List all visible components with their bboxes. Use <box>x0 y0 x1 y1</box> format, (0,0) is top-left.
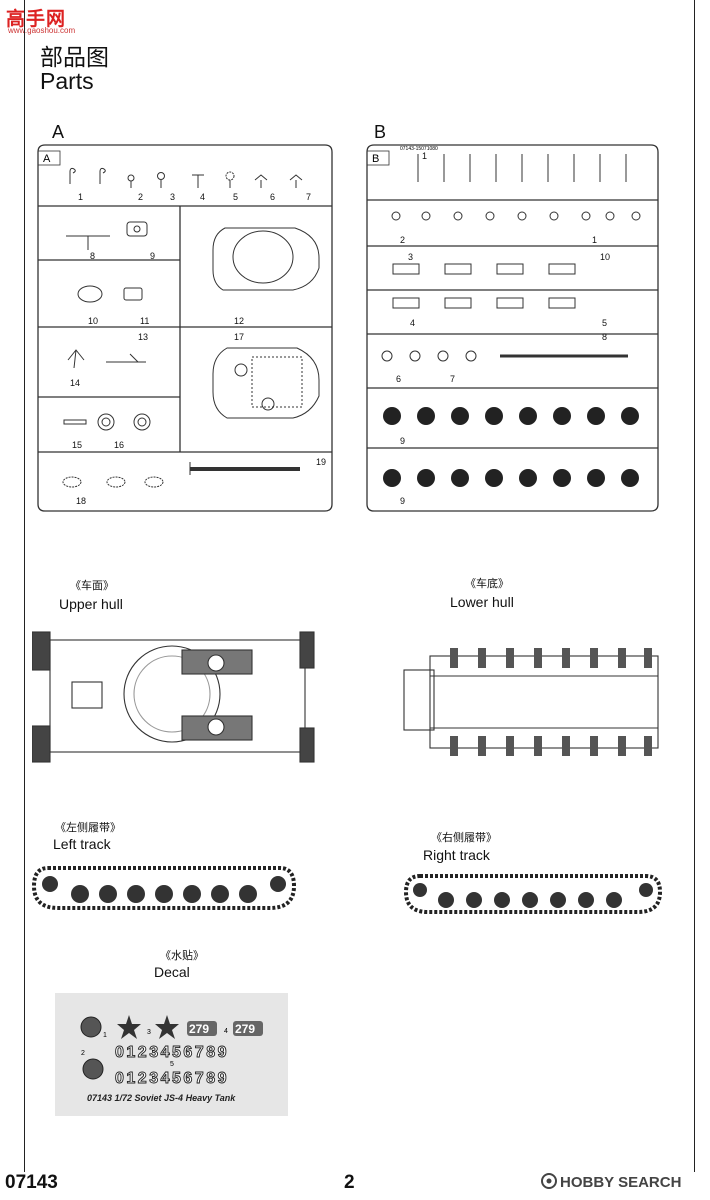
part-a-10: 10 <box>88 316 98 326</box>
part-a-8: 8 <box>90 251 95 261</box>
page-title-zh: 部品图 <box>40 44 109 70</box>
part-a-19: 19 <box>316 457 326 467</box>
part-b-1: 1 <box>592 235 597 245</box>
decal-plate-1: 279 <box>189 1022 209 1036</box>
lower-hull-drawing <box>403 648 659 756</box>
site-logo-url: www.gaoshou.com <box>8 26 76 35</box>
sprue-a-diagram: A 1 2 3 4 5 6 7 8 9 1 <box>37 144 333 512</box>
decal-number-5: 5 <box>170 1061 174 1068</box>
part-b-1-top: 1 <box>422 151 427 161</box>
decal-number-2: 2 <box>81 1050 85 1057</box>
page-title-en: Parts <box>40 68 94 94</box>
part-a-11: 11 <box>140 316 149 326</box>
part-b-4: 4 <box>410 318 415 328</box>
lower-hull-label-zh: 《车底》 <box>465 578 509 590</box>
upper-hull-label-zh: 《车面》 <box>70 580 114 592</box>
right-track-label-en: Right track <box>423 847 490 863</box>
decal-digit-row-1: 0123456789 <box>115 1044 229 1061</box>
decal-plate-2: 279 <box>235 1022 255 1036</box>
decal-sheet-art: 1 3 279 4 279 2 0123456789 5 0123456789 <box>80 1015 263 1087</box>
sprue-a-label: A <box>52 122 65 142</box>
part-a-3: 3 <box>170 192 175 202</box>
part-b-3: 3 <box>408 252 413 262</box>
part-a-14: 14 <box>70 378 80 388</box>
part-a-9: 9 <box>150 251 155 261</box>
part-b-5: 5 <box>602 318 607 328</box>
sprue-b-label: B <box>374 122 387 142</box>
part-a-16: 16 <box>114 440 124 450</box>
right-track-drawing <box>403 874 663 914</box>
decal-label-zh: 《水贴》 <box>160 950 204 962</box>
part-a-18: 18 <box>76 496 86 506</box>
left-frame-line <box>24 0 25 1172</box>
left-track-label-en: Left track <box>53 836 111 852</box>
decal-number-4: 4 <box>224 1028 228 1035</box>
sprue-b-code: 07143-15071080 <box>400 146 438 152</box>
decal-number-3: 3 <box>147 1029 151 1036</box>
part-b-9-top: 9 <box>400 436 405 446</box>
decal-caption: 07143 1/72 Soviet JS-4 Heavy Tank <box>87 1093 236 1103</box>
footer-product-code: 07143 <box>5 1172 58 1193</box>
decal-label-en: Decal <box>154 964 190 980</box>
decal-digit-row-2: 0123456789 <box>115 1070 229 1087</box>
sprue-b-diagram: B 07143-15071080 1 1 2 3 4 5 6 7 8 9 9 <box>366 144 659 512</box>
part-a-17: 17 <box>234 332 244 342</box>
sprue-b-tag: B <box>372 153 379 165</box>
sprue-a-tag: A <box>43 153 51 165</box>
part-a-4: 4 <box>200 192 205 202</box>
part-a-15: 15 <box>72 440 82 450</box>
part-a-13: 13 <box>138 332 148 342</box>
watermark-text: HOBBY SEARCH <box>560 1174 682 1191</box>
part-a-7: 7 <box>306 192 311 202</box>
decal-sheet: 1 3 279 4 279 2 0123456789 5 0123456789 … <box>55 993 288 1116</box>
right-frame-line <box>694 0 695 1172</box>
site-logo: 高手网 <box>6 9 67 30</box>
left-track-drawing <box>31 866 297 910</box>
part-a-2: 2 <box>138 192 143 202</box>
right-track-label-zh: 《右侧履带》 <box>431 832 497 844</box>
part-a-5: 5 <box>233 192 238 202</box>
left-track-label-zh: 《左侧履带》 <box>55 822 121 834</box>
part-b-2: 2 <box>400 235 405 245</box>
part-b-7: 7 <box>450 374 455 384</box>
lower-hull-label-en: Lower hull <box>450 594 514 610</box>
part-b-10: 10 <box>600 252 610 262</box>
part-a-12: 12 <box>234 316 244 326</box>
watermark-logo-icon <box>541 1173 557 1189</box>
upper-hull-label-en: Upper hull <box>59 596 123 612</box>
part-a-6: 6 <box>270 192 275 202</box>
part-b-6: 6 <box>396 374 401 384</box>
part-b-9-bottom: 9 <box>400 496 405 506</box>
decal-number-1: 1 <box>103 1032 107 1039</box>
part-b-8: 8 <box>602 332 607 342</box>
part-a-1: 1 <box>78 192 83 202</box>
upper-hull-drawing <box>32 631 315 763</box>
page-number: 2 <box>344 1172 355 1193</box>
